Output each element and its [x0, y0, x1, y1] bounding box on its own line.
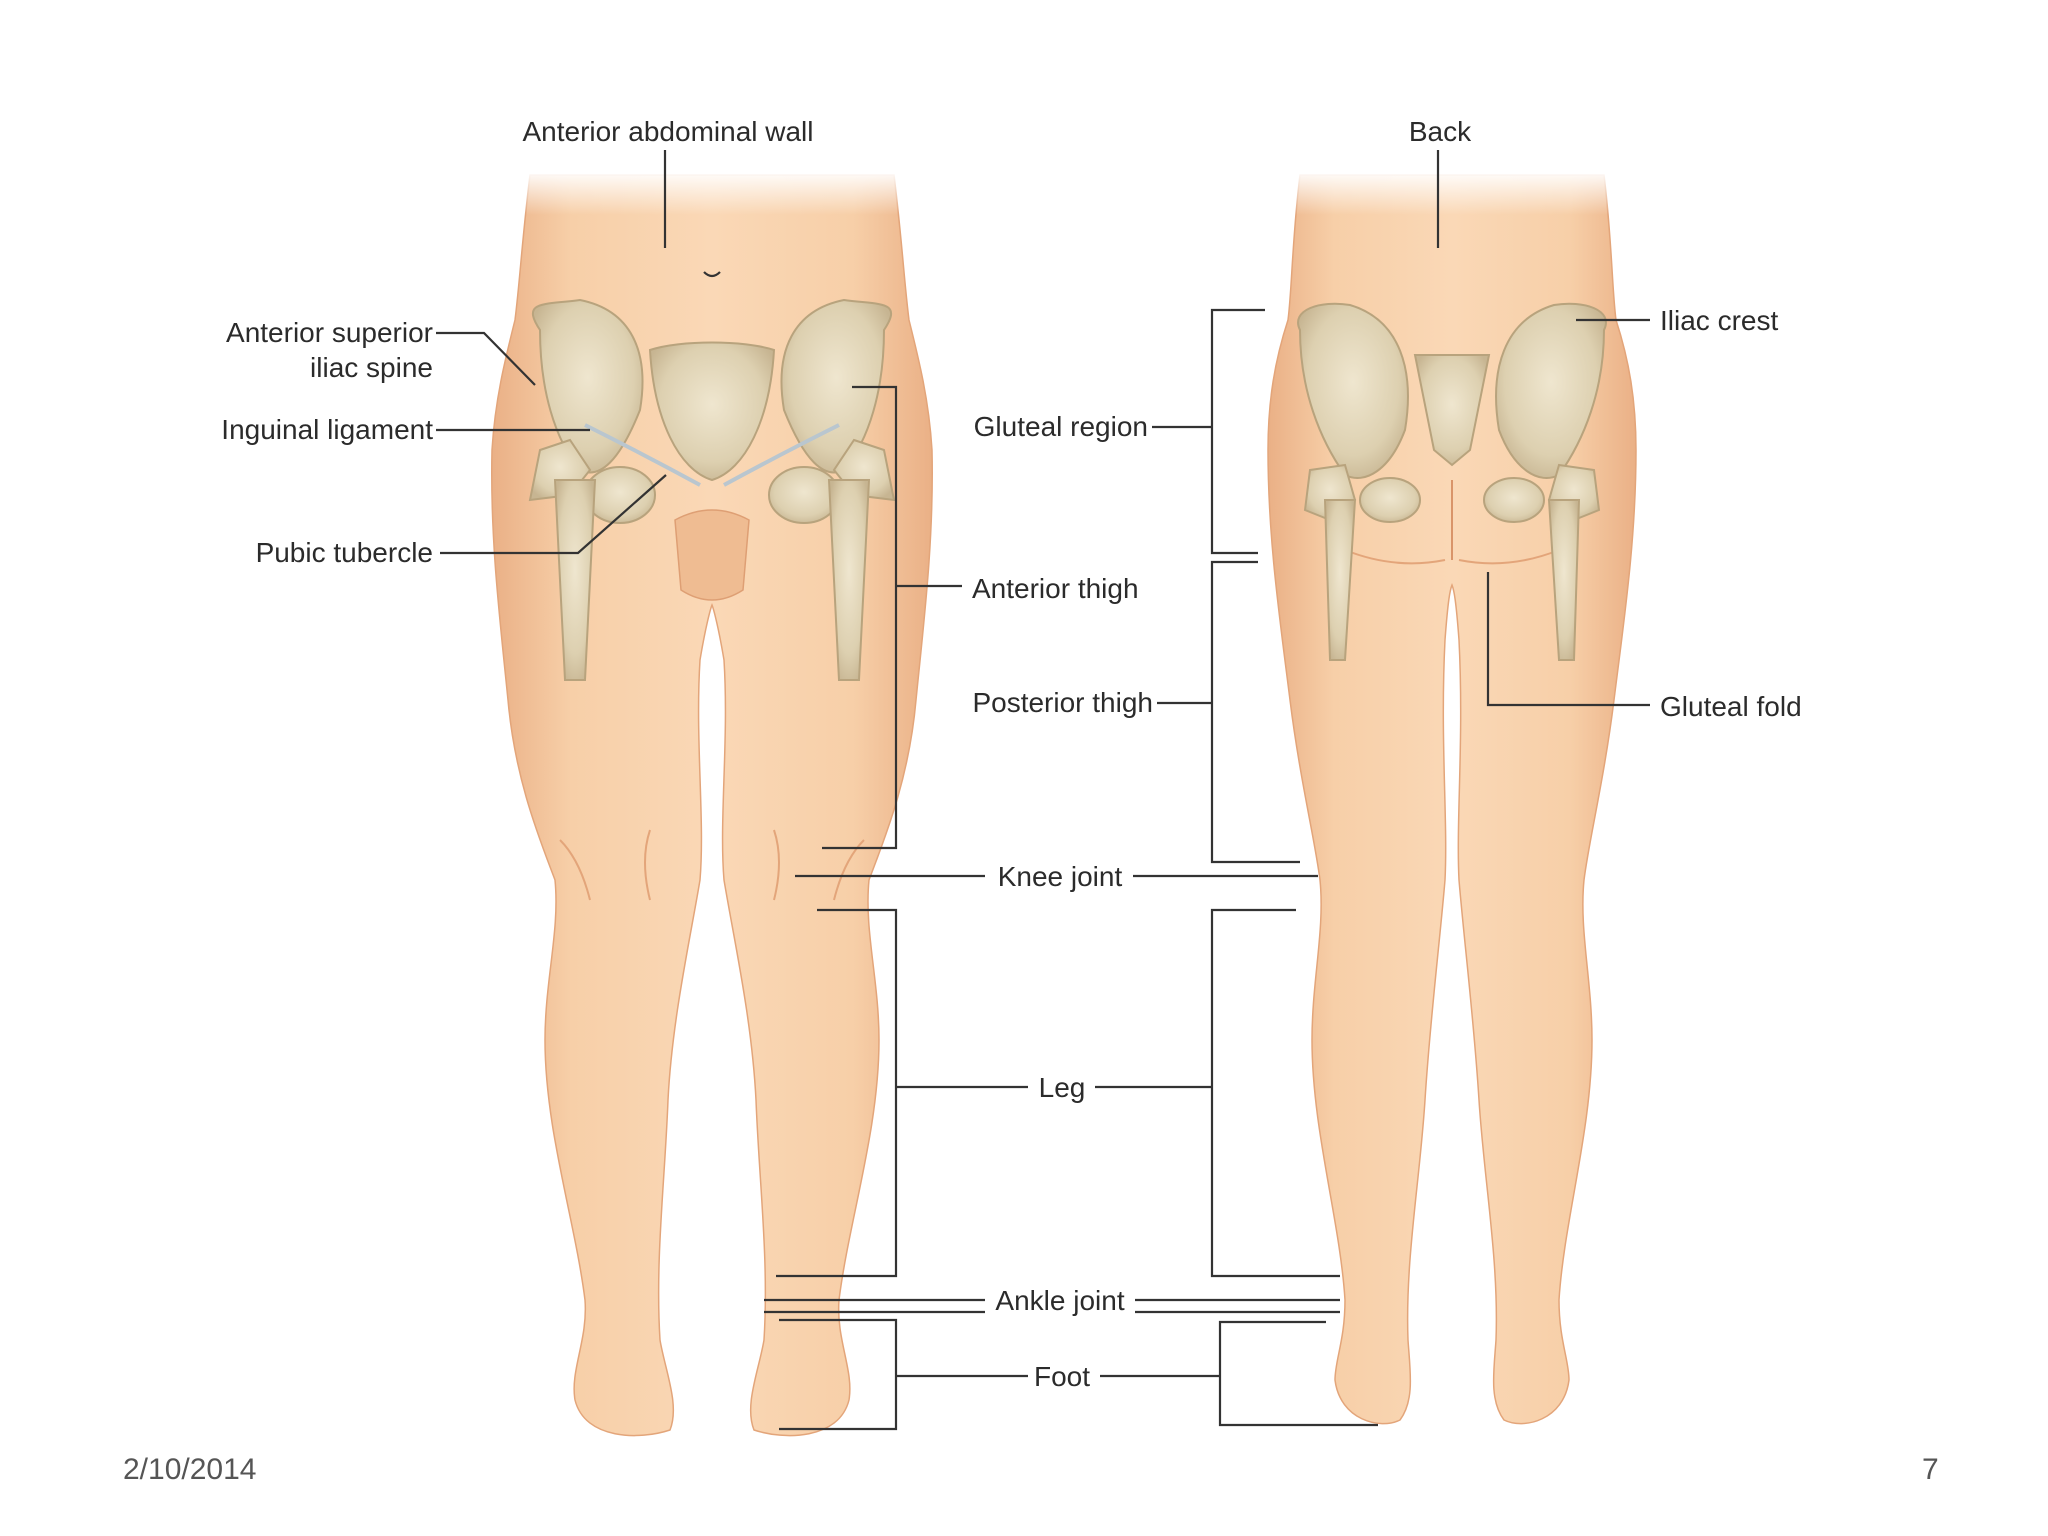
label-anterior-superior-iliac-spine-line2: iliac spine [310, 352, 433, 383]
label-anterior-abdominal-wall: Anterior abdominal wall [522, 116, 813, 147]
slide-date: 2/10/2014 [123, 1453, 257, 1486]
label-iliac-crest: Iliac crest [1660, 305, 1778, 336]
label-anterior-thigh: Anterior thigh [972, 573, 1139, 604]
anterior-figure [491, 170, 933, 1437]
label-gluteal-region: Gluteal region [974, 411, 1148, 442]
label-pubic-tubercle: Pubic tubercle [256, 537, 433, 568]
inguinal-ligament-right [723, 423, 840, 487]
label-ankle-joint: Ankle joint [995, 1285, 1124, 1316]
label-anterior-superior-iliac-spine-line1: Anterior superior [226, 317, 433, 348]
label-inguinal-ligament: Inguinal ligament [221, 414, 433, 445]
label-foot: Foot [1034, 1361, 1090, 1392]
label-leg: Leg [1039, 1072, 1086, 1103]
label-back: Back [1409, 116, 1472, 147]
posterior-figure [1267, 170, 1640, 1425]
label-knee-joint: Knee joint [998, 861, 1123, 892]
leader-lines [436, 150, 1650, 1431]
posterior-pelvis [1297, 302, 1607, 661]
label-gluteal-fold: Gluteal fold [1660, 691, 1802, 722]
label-posterior-thigh: Posterior thigh [972, 687, 1153, 718]
labels: Anterior abdominal wall Back Anterior su… [221, 116, 1801, 1392]
inguinal-ligament-left [584, 423, 701, 487]
slide-page-number: 7 [1922, 1453, 1939, 1486]
posterior-body-silhouette [1267, 174, 1637, 1425]
anterior-pelvis [528, 298, 896, 681]
